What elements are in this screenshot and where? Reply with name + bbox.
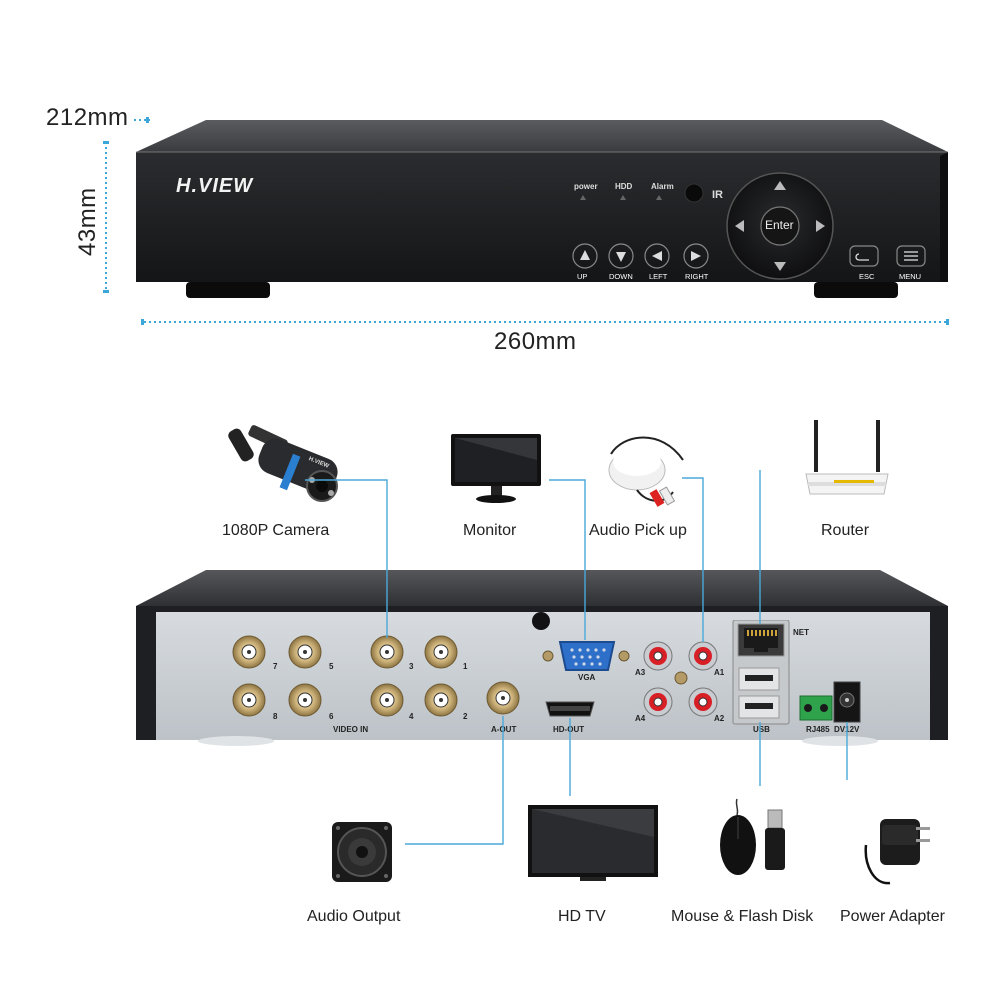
menu-button[interactable]: MENU [899, 272, 922, 281]
connection-lines [305, 470, 848, 845]
channel-7-label: 7 [273, 662, 278, 671]
channel-4-label: 4 [409, 712, 414, 721]
svg-text:IR: IR [712, 189, 723, 201]
mouse-flash-label: Mouse & Flash Disk [671, 908, 814, 925]
mouse-icon [720, 798, 756, 875]
router-label: Router [821, 522, 870, 539]
flash-disk-icon [765, 809, 785, 870]
router-icon [805, 420, 889, 495]
hd-out-label: HD-OUT [553, 725, 585, 734]
channel-8-label: 8 [273, 712, 278, 721]
speaker-icon [332, 822, 392, 882]
tv-icon [528, 805, 658, 881]
power-adapter-label: Power Adapter [840, 908, 945, 925]
enter-button[interactable]: Enter [765, 218, 794, 232]
a4-label: A4 [635, 714, 646, 723]
video-in-label: VIDEO IN [333, 725, 369, 734]
channel-5-label: 5 [329, 662, 334, 671]
audio-pickup-icon [608, 436, 684, 507]
hd-tv-label: HD TV [558, 908, 606, 925]
right-button[interactable]: RIGHT [685, 272, 709, 281]
dimension-lines [103, 117, 949, 325]
hdd-led-icon [620, 195, 626, 200]
monitor-label: Monitor [463, 522, 517, 539]
usb-label: USB [753, 725, 770, 734]
alarm-indicator-label: Alarm [651, 182, 674, 191]
up-button[interactable]: UP [577, 272, 588, 281]
a1-label: A1 [714, 668, 725, 677]
power-led-icon [580, 195, 586, 200]
audio-pickup-label: Audio Pick up [589, 522, 687, 539]
a2-label: A2 [714, 714, 725, 723]
power-adapter-icon [864, 819, 930, 885]
width-dimension: 260mm [494, 328, 577, 355]
audio-output-label: Audio Output [307, 908, 401, 925]
net-label: NET [793, 628, 809, 637]
monitor-icon [451, 434, 541, 503]
hdd-indicator-label: HDD [615, 182, 633, 191]
vga-label: VGA [578, 673, 596, 682]
down-button[interactable]: DOWN [609, 272, 633, 281]
alarm-led-icon [656, 195, 662, 200]
channel-1-label: 1 [463, 662, 468, 671]
left-button[interactable]: LEFT [649, 272, 668, 281]
channel-3-label: 3 [409, 662, 414, 671]
front-controls: IR [572, 172, 926, 280]
esc-button[interactable]: ESC [859, 272, 875, 281]
rj485-label: RJ485 [806, 725, 830, 734]
power-indicator-label: power [574, 182, 598, 191]
rear-connectors [232, 620, 861, 725]
ir-sensor-icon [684, 183, 704, 203]
brand-logo: H.VIEW [176, 175, 254, 197]
camera-label: 1080P Camera [222, 522, 330, 539]
a3-label: A3 [635, 668, 646, 677]
channel-6-label: 6 [329, 712, 334, 721]
channel-2-label: 2 [463, 712, 468, 721]
depth-dimension: 212mm [46, 104, 129, 131]
